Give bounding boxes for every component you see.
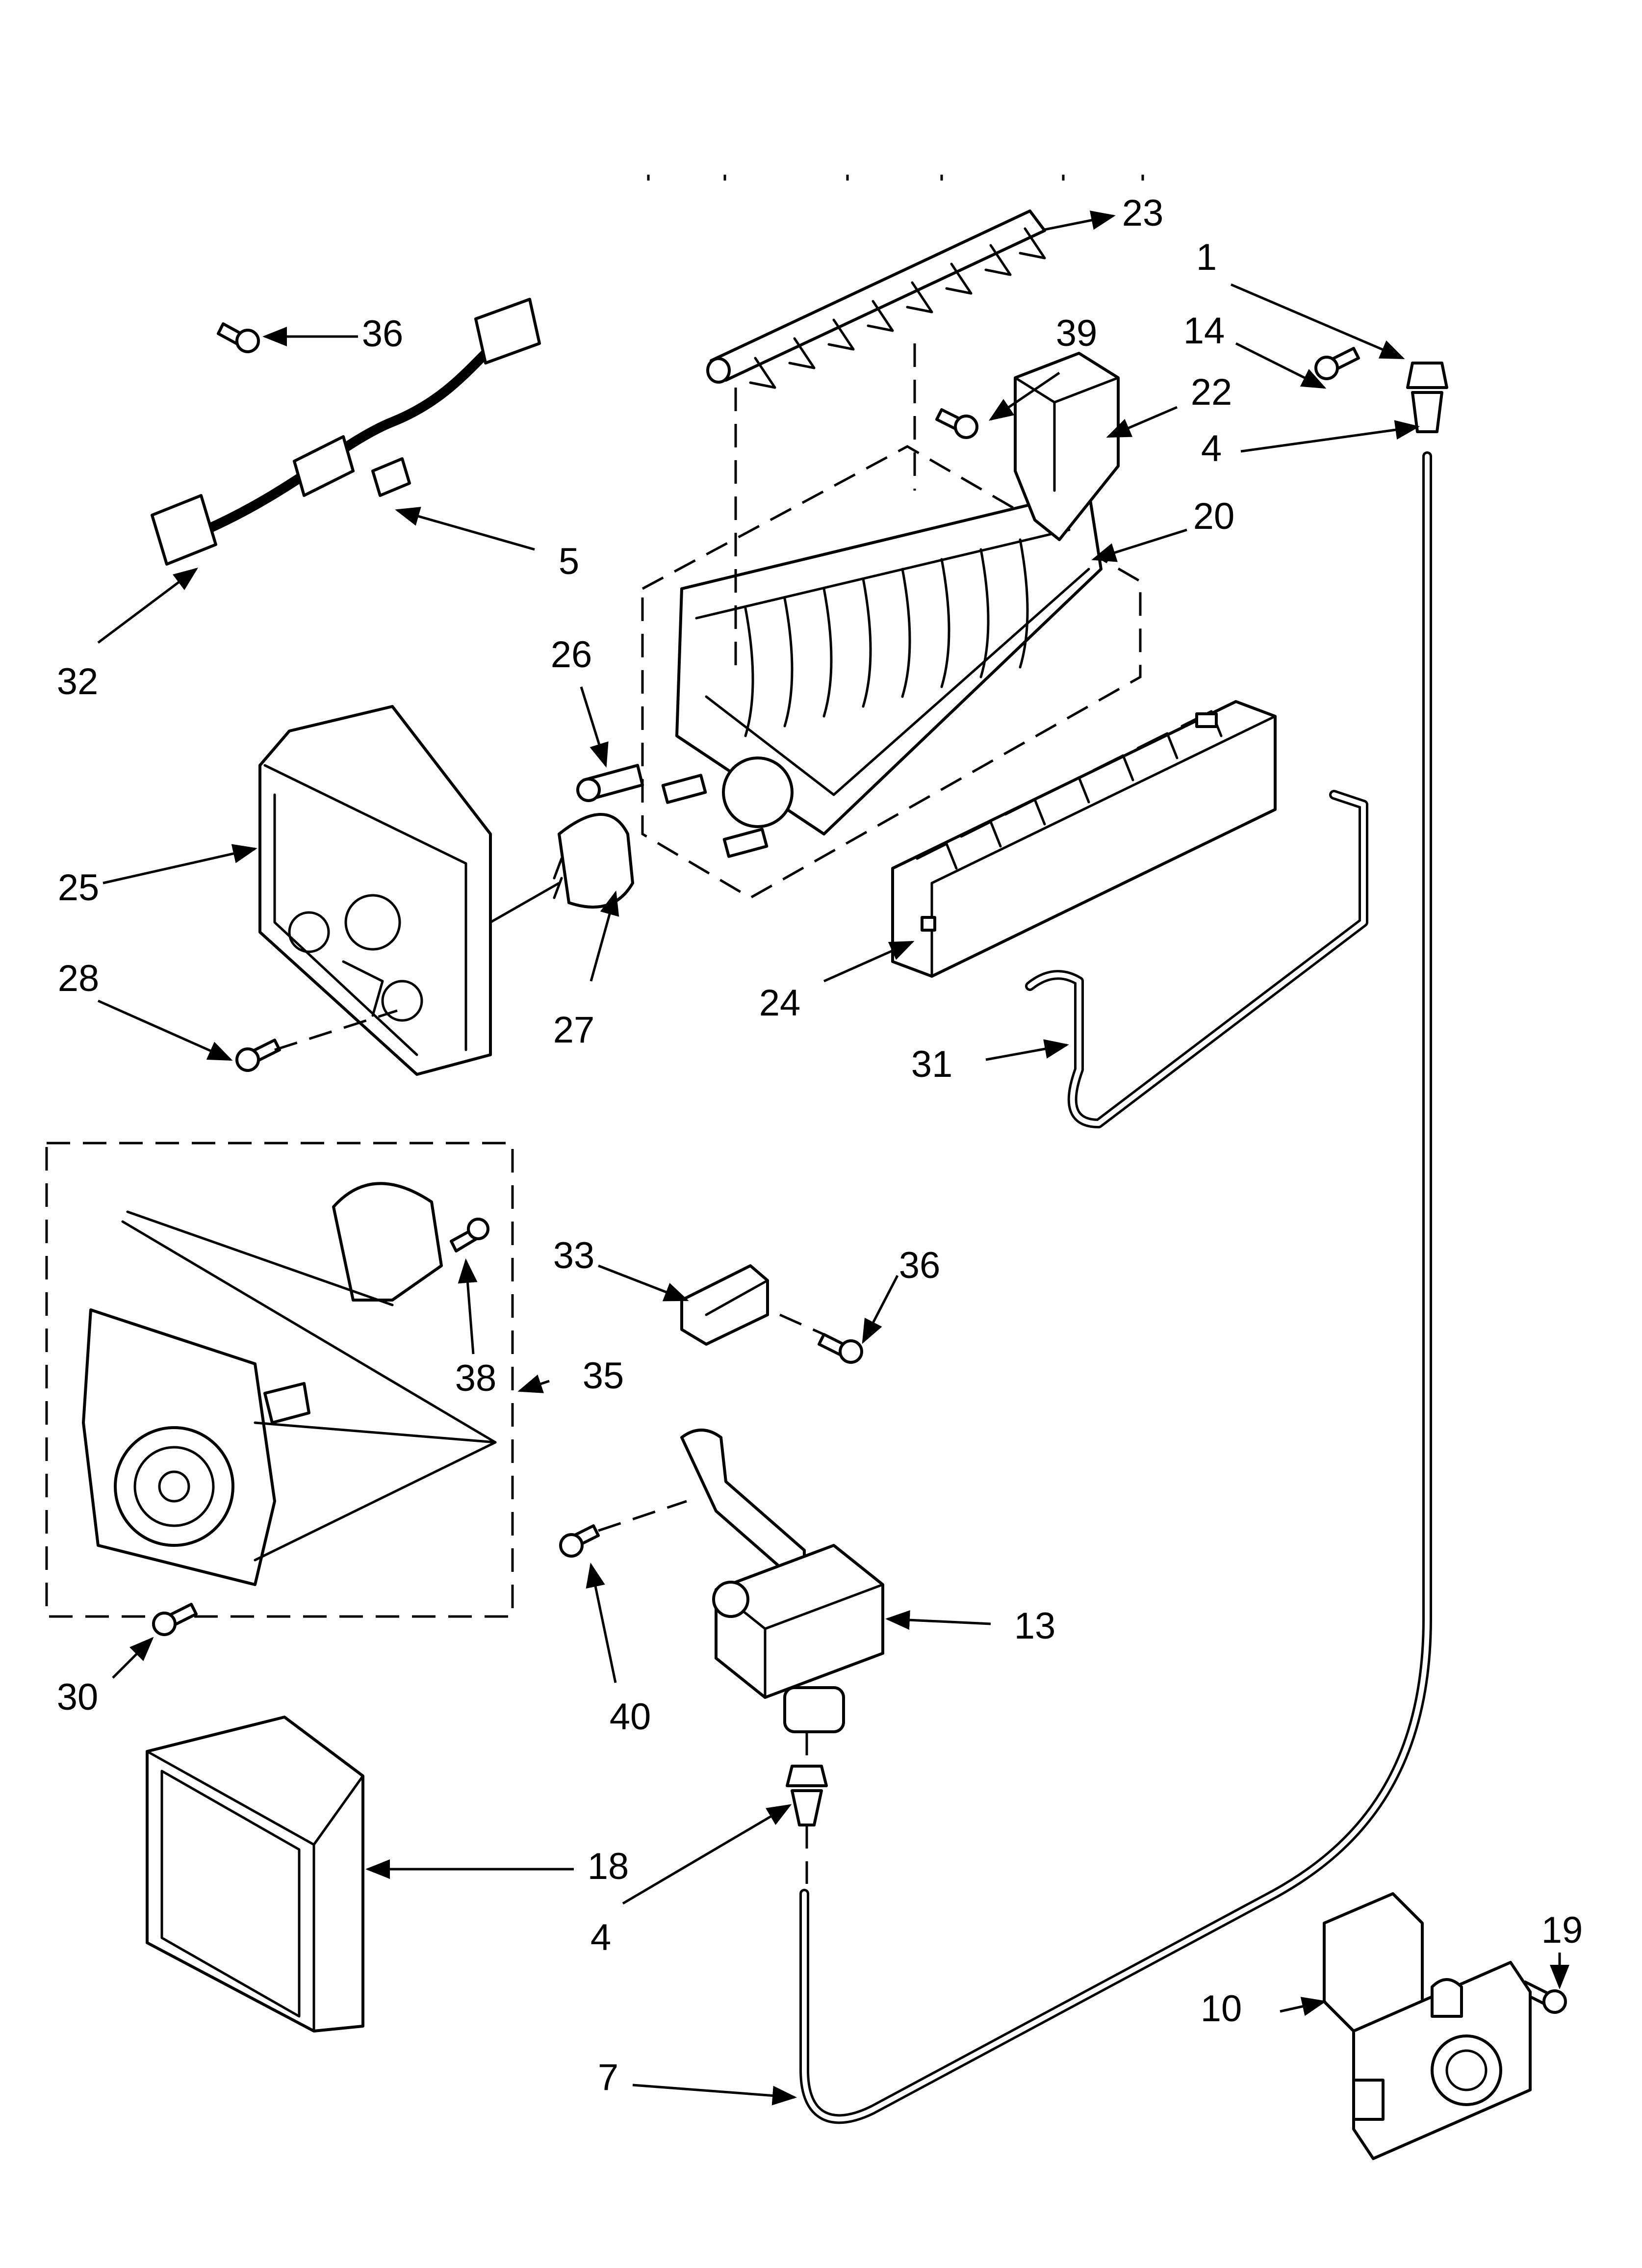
callout-4-top: 4 (1201, 428, 1222, 469)
callout-24: 24 (759, 982, 801, 1024)
screw-28-alignment-line (274, 1009, 398, 1051)
housing-to-motor-line (489, 882, 560, 924)
screw-39-part (935, 408, 978, 439)
screw-40-part (559, 1524, 600, 1558)
tube-nut-bottom-part (786, 1765, 828, 1826)
callout-14: 14 (1183, 310, 1225, 352)
screw-38-part (450, 1218, 489, 1252)
callout-10: 10 (1201, 1988, 1242, 2030)
callout-13: 13 (1014, 1605, 1056, 1647)
screw-36-top-part (217, 322, 260, 353)
screw-28-part (235, 1039, 281, 1072)
screw-36-middle-part (818, 1333, 863, 1364)
ice-mold-part (641, 445, 1142, 899)
callout-4-bottom: 4 (590, 1917, 611, 1958)
screw-36-alignment-line (779, 1313, 825, 1336)
callout-22: 22 (1191, 371, 1232, 413)
water-valve-10-part (1323, 1892, 1532, 2160)
callout-30: 30 (57, 1676, 99, 1718)
screw-30-part (152, 1603, 198, 1636)
scan-tick-marks (647, 175, 1144, 181)
callout-26: 26 (551, 634, 592, 676)
callout-5: 5 (559, 541, 579, 582)
callout-20: 20 (1193, 495, 1235, 537)
water-tube-part (799, 451, 1432, 2124)
fill-valve-13-part (680, 1429, 884, 1733)
shaft-alignment-lines (734, 343, 916, 677)
wire-harness-part (151, 298, 541, 566)
ice-maker-module-kit (45, 1142, 514, 1618)
callout-40: 40 (610, 1696, 651, 1738)
shaft-fitting-part (576, 764, 644, 802)
ice-maker-cover-part (891, 700, 1277, 978)
callout-35: 35 (583, 1355, 624, 1397)
leader-lines (97, 210, 1569, 2106)
callout-18: 18 (588, 1846, 629, 1887)
callout-32: 32 (57, 661, 99, 703)
callout-7: 7 (598, 2057, 618, 2098)
callout-33: 33 (553, 1235, 595, 1277)
harness-clip-part (371, 457, 411, 497)
screw-14-part (1314, 347, 1360, 380)
ejector-shaft-part (706, 209, 1046, 389)
callout-25: 25 (58, 867, 100, 909)
callout-31: 31 (911, 1043, 953, 1085)
callout-23: 23 (1122, 192, 1164, 234)
callout-36-top: 36 (362, 313, 404, 355)
callout-36-middle: 36 (899, 1245, 941, 1286)
callout-1: 1 (1196, 236, 1217, 278)
module-housing-part (258, 705, 492, 1076)
fill-cup-part (1014, 352, 1120, 541)
callout-38: 38 (455, 1357, 497, 1399)
insulation-pad-18-part (146, 1716, 364, 2033)
shutoff-arm-part (1025, 790, 1368, 1128)
tube-nut-top-part (1406, 362, 1448, 433)
callout-39: 39 (1056, 313, 1098, 354)
callout-28: 28 (58, 958, 100, 999)
thermostat-part (553, 813, 634, 909)
callout-19: 19 (1541, 1909, 1583, 1951)
callout-27: 27 (553, 1009, 595, 1051)
callout-labels: 23 1 14 39 36 22 4 20 5 26 32 25 28 24 2… (57, 192, 1583, 2098)
bracket-33-part (680, 1264, 769, 1346)
screw-40-alignment-line (598, 1500, 687, 1532)
